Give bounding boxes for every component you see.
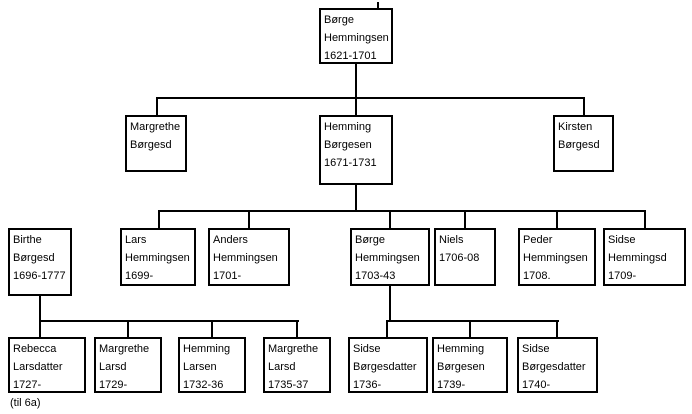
person-dates: 1671-1731 xyxy=(324,157,377,169)
connector-gen3-sibling-line xyxy=(158,210,646,212)
person-name: Børgesd xyxy=(13,252,55,264)
person-dates: 1701- xyxy=(213,270,242,282)
drop-line-margrethe-1735 xyxy=(296,320,298,337)
person-box-sidse-borgesdatter-1736: Sidse Børgesdatter 1736- xyxy=(348,337,428,393)
person-box-borge-hemmingsen-1703: Børge Hemmingsen 1703-43 xyxy=(350,228,430,286)
person-box-margrethe-borgesd: Margrethe Børgesd xyxy=(125,115,187,172)
person-box-rebecca-larsdatter-1727: Rebecca Larsdatter 1727- xyxy=(8,337,86,393)
drop-line-anders-1701 xyxy=(248,210,250,228)
person-dates: 1709- xyxy=(608,270,637,282)
person-name: Margrethe xyxy=(99,343,150,355)
person-name: Børgesd xyxy=(558,139,600,151)
drop-line-niels-1706 xyxy=(464,210,466,228)
person-dates: 1732-36 xyxy=(183,379,224,391)
person-name: Sidse xyxy=(608,234,636,246)
person-name: Anders xyxy=(213,234,248,246)
person-dates: 1729- xyxy=(99,379,128,391)
person-name: Børgesd xyxy=(130,139,172,151)
person-dates: 1706-08 xyxy=(439,252,480,264)
drop-line-hemming-1739 xyxy=(469,320,471,337)
drop-line-margrethe-borgesd xyxy=(156,97,158,115)
person-dates: 1621-1701 xyxy=(324,50,377,62)
drop-line-hemming-1671 xyxy=(355,97,357,115)
person-name: Hemmingsen xyxy=(523,252,588,264)
person-dates: 1736- xyxy=(353,379,382,391)
drop-line-sidse-1740 xyxy=(556,320,558,337)
person-dates: 1696-1777 xyxy=(13,270,66,282)
person-name: Lars xyxy=(125,234,147,246)
person-name: Larsd xyxy=(99,361,127,373)
person-name: Hemming xyxy=(324,121,372,133)
person-name: Larsdatter xyxy=(13,361,63,373)
person-name: Hemming xyxy=(437,343,485,355)
person-dates: 1727- xyxy=(13,379,42,391)
person-box-lars-hemmingsen-1699: Lars Hemmingsen 1699- xyxy=(120,228,196,286)
connector-gen1-down xyxy=(355,62,357,97)
person-name: Børgesen xyxy=(437,361,485,373)
ancestor-stub-line xyxy=(377,2,379,8)
person-name: Børge xyxy=(355,234,385,246)
person-box-borge-hemmingsen-1621: Børge Hemmingsen 1621-1701 xyxy=(319,8,393,64)
person-name: Margrethe xyxy=(130,121,181,133)
person-name: Hemmingsen xyxy=(125,252,190,264)
person-name: Hemmingsd xyxy=(608,252,667,264)
person-box-hemming-larsen-1732: Hemming Larsen 1732-36 xyxy=(178,337,246,393)
person-box-peder-hemmingsen-1708: Peder Hemmingsen 1708. xyxy=(518,228,596,286)
person-name: Margrethe xyxy=(268,343,319,355)
connector-gen4-left-sibling-line xyxy=(39,320,299,322)
person-name: Larsen xyxy=(183,361,217,373)
connector-gen4-right-sibling-line xyxy=(386,320,559,322)
person-box-hemming-borgesen-1671: Hemming Børgesen 1671-1731 xyxy=(319,115,393,185)
person-name: Niels xyxy=(439,234,464,246)
drop-line-sidse-1736 xyxy=(386,320,388,337)
person-name: Børgesdatter xyxy=(353,361,417,373)
person-name: Kirsten xyxy=(558,121,593,133)
person-box-margrethe-larsd-1729: Margrethe Larsd 1729- xyxy=(94,337,162,393)
drop-line-kirsten-borgesd xyxy=(583,97,585,115)
person-name: Rebecca xyxy=(13,343,57,355)
person-name: Peder xyxy=(523,234,553,246)
person-name: Børge xyxy=(324,14,354,26)
continuation-note: (til 6a) xyxy=(10,397,41,409)
person-dates: 1699- xyxy=(125,270,154,282)
person-name: Hemmingsen xyxy=(324,32,389,44)
connector-gen2-down xyxy=(355,185,357,210)
person-box-anders-hemmingsen-1701: Anders Hemmingsen 1701- xyxy=(208,228,290,286)
drop-line-lars-1699 xyxy=(158,210,160,228)
person-name: Hemmingsen xyxy=(355,252,420,264)
drop-line-sidse-1709 xyxy=(644,210,646,228)
connector-borge-1703-down xyxy=(389,286,391,322)
person-name: Larsd xyxy=(268,361,296,373)
person-box-kirsten-borgesd: Kirsten Børgesd xyxy=(553,115,614,172)
person-name: Hemmingsen xyxy=(213,252,278,264)
person-box-sidse-hemmingsd-1709: Sidse Hemmingsd 1709- xyxy=(603,228,686,286)
person-box-niels-1706: Niels 1706-08 xyxy=(434,228,496,286)
drop-line-hemming-1732 xyxy=(211,320,213,337)
drop-line-borge-1703 xyxy=(389,210,391,228)
drop-line-margrethe-1729 xyxy=(127,320,129,337)
person-name: Børgesen xyxy=(324,139,372,151)
person-dates: 1708. xyxy=(523,270,551,282)
person-dates: 1735-37 xyxy=(268,379,309,391)
person-dates: 1740- xyxy=(522,379,551,391)
drop-line-peder-1708 xyxy=(556,210,558,228)
person-name: Sidse xyxy=(522,343,550,355)
person-box-birthe-borgesd-1696: Birthe Børgesd 1696-1777 xyxy=(8,228,72,296)
person-box-hemming-borgesen-1739: Hemming Børgesen 1739- xyxy=(432,337,508,393)
person-name: Børgesdatter xyxy=(522,361,586,373)
person-dates: 1703-43 xyxy=(355,270,396,282)
person-box-margrethe-larsd-1735: Margrethe Larsd 1735-37 xyxy=(263,337,331,393)
person-dates: 1739- xyxy=(437,379,466,391)
connector-birthe-down xyxy=(39,296,41,337)
person-name: Sidse xyxy=(353,343,381,355)
person-name: Birthe xyxy=(13,234,42,246)
person-box-sidse-borgesdatter-1740: Sidse Børgesdatter 1740- xyxy=(517,337,598,393)
connector-gen2-sibling-line xyxy=(156,97,585,99)
person-name: Hemming xyxy=(183,343,231,355)
